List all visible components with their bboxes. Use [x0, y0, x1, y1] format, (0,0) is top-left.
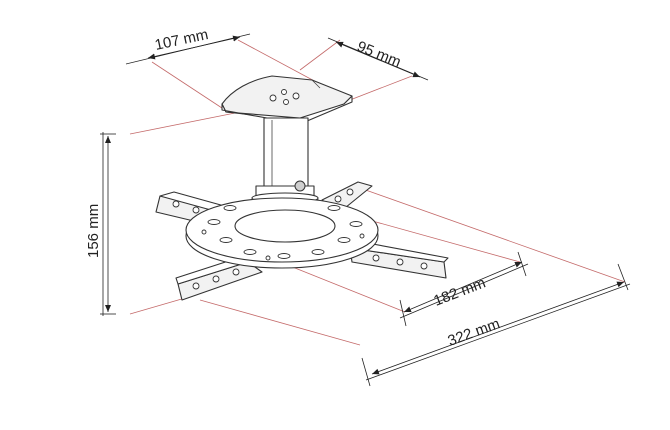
plate-hub [234, 209, 336, 243]
plate-slot-8 [327, 205, 341, 211]
projector-plate [185, 197, 379, 269]
ext-plate-back [237, 39, 321, 85]
arm-fl-hole-1 [192, 282, 200, 290]
arm-fl-hole-2 [212, 275, 220, 283]
plate-hole-2 [292, 92, 300, 100]
plate-slot-5 [311, 249, 325, 255]
dimension-107: 107 mm [125, 26, 251, 65]
plate-hole-1 [269, 94, 277, 102]
dim-arrows-107 [147, 35, 241, 60]
arm-fr-hole-1 [372, 254, 380, 262]
dim-label-plate-width: 107 mm [153, 26, 210, 54]
ext-plate-back-right [299, 39, 341, 71]
dim-label-inner-span: 182 mm [431, 274, 488, 309]
plate-hole-b [359, 233, 365, 239]
dimension-95: 95 mm [327, 37, 429, 81]
plate-hole-4 [283, 99, 289, 105]
arm-bl-hole-1 [172, 200, 180, 208]
plate-slot [311, 79, 321, 89]
dim-label-outer-span: 322 mm [446, 315, 503, 350]
arm-fr-hole-2 [396, 258, 404, 266]
plate-hole-a [201, 229, 207, 235]
dim-label-height: 156 mm [85, 204, 102, 258]
arm-br-hole-1 [346, 188, 354, 196]
dimension-322: 322 mm [361, 263, 631, 387]
plate-slot-4 [277, 253, 291, 259]
arm-bl-hole-2 [192, 206, 200, 214]
tube-lock-screw [294, 180, 306, 192]
dim-tick-322-left [361, 357, 371, 387]
ceiling-plate [221, 75, 353, 125]
arm-fr-hole-3 [420, 262, 428, 270]
dim-tick-182-right [517, 251, 527, 277]
dimension-156: 156 mm [85, 132, 116, 316]
dim-tick-182-left [399, 299, 407, 327]
plate-slot-6 [337, 237, 351, 243]
ext-plate-left [151, 61, 226, 111]
dim-label-plate-depth: 95 mm [355, 38, 404, 71]
plate-slot-7 [349, 221, 363, 227]
ext-outer-right [359, 187, 626, 283]
plate-slot-1 [207, 219, 221, 225]
plate-slot-3 [243, 249, 257, 255]
ext-height-top [129, 111, 241, 135]
ext-outer-left [199, 299, 361, 346]
dim-arrows-322 [371, 281, 625, 375]
dim-tick-322-right [617, 263, 629, 291]
extension-lines [129, 39, 626, 346]
plate-slot-2 [219, 237, 233, 243]
plate-hole-c [265, 255, 271, 261]
ext-plate-right [349, 75, 413, 101]
plate-slot-9 [223, 205, 237, 211]
plate-hole-3 [281, 89, 287, 95]
arm-fl-hole-3 [232, 268, 240, 276]
arm-br-hole-2 [334, 195, 342, 203]
ext-inner-left [279, 261, 406, 313]
dim-arrows-95 [335, 41, 421, 78]
